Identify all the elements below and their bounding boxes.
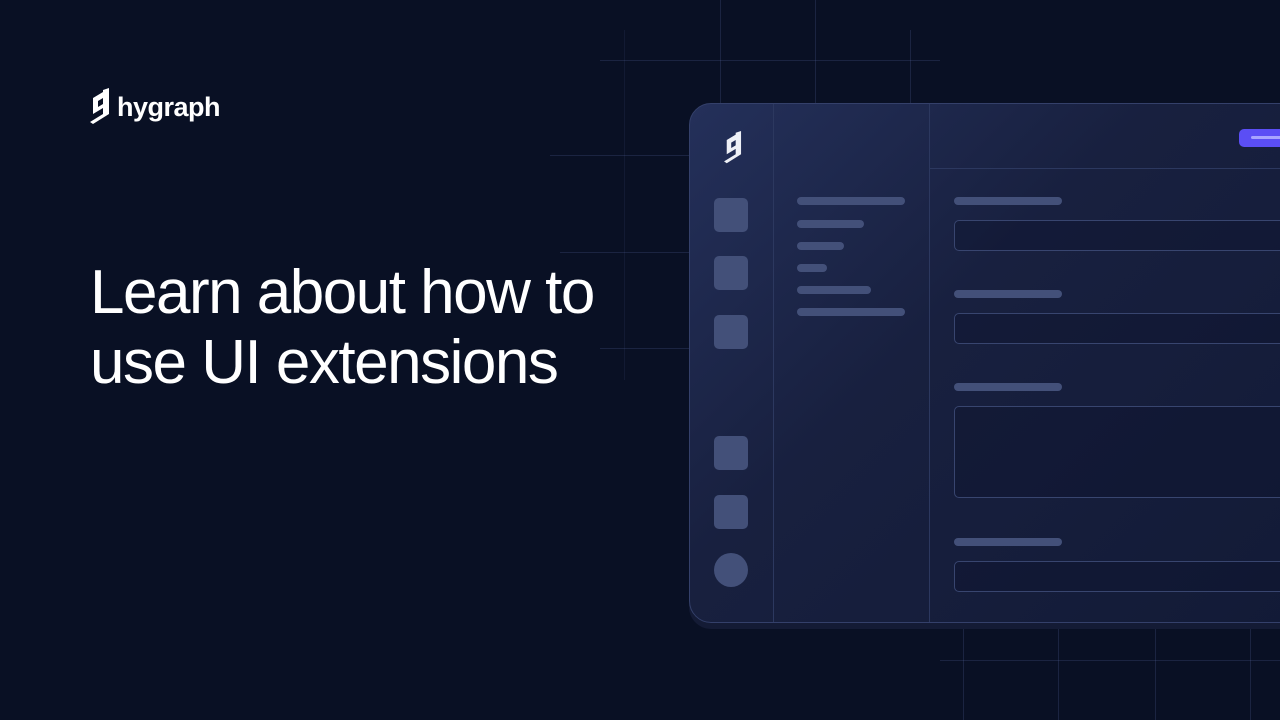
grid-line — [720, 0, 721, 103]
publish-button-placeholder[interactable] — [1239, 129, 1280, 147]
sidebar-icon-placeholder[interactable] — [714, 315, 748, 349]
nav-item-placeholder[interactable] — [797, 264, 827, 272]
input-field-placeholder[interactable] — [954, 561, 1280, 592]
grid-line — [624, 30, 625, 380]
app-mockup — [689, 103, 1280, 623]
grid-line — [1155, 622, 1156, 720]
brand-name: hygraph — [117, 91, 221, 122]
grid-line — [1058, 622, 1059, 720]
field-label-placeholder — [954, 538, 1062, 546]
grid-line — [600, 60, 940, 61]
sidebar-icon-placeholder[interactable] — [714, 198, 748, 232]
sidebar-icon-placeholder[interactable] — [714, 495, 748, 529]
input-field-placeholder[interactable] — [954, 220, 1280, 251]
mockup-sidebar — [690, 104, 774, 622]
textarea-placeholder[interactable] — [954, 406, 1280, 498]
grid-line — [600, 348, 689, 349]
mockup-nav-panel — [773, 104, 930, 622]
nav-item-placeholder[interactable] — [797, 197, 905, 205]
nav-item-placeholder[interactable] — [797, 308, 905, 316]
grid-line — [910, 30, 911, 103]
grid-line — [963, 622, 964, 720]
headline: Learn about how to use UI extensions — [90, 258, 595, 397]
nav-item-placeholder[interactable] — [797, 220, 864, 228]
grid-line — [1250, 622, 1251, 720]
field-label-placeholder — [954, 197, 1062, 205]
hygraph-logo-icon — [724, 131, 742, 164]
field-label-placeholder — [954, 383, 1062, 391]
nav-item-placeholder[interactable] — [797, 286, 871, 294]
input-field-placeholder[interactable] — [954, 313, 1280, 344]
hygraph-logo-icon — [90, 88, 109, 124]
grid-line — [940, 660, 1280, 661]
sidebar-icon-placeholder[interactable] — [714, 436, 748, 470]
grid-line — [550, 155, 689, 156]
brand-logo: hygraph — [89, 88, 221, 126]
avatar-placeholder[interactable] — [714, 553, 748, 587]
grid-line — [560, 252, 689, 253]
field-label-placeholder — [954, 290, 1062, 298]
nav-item-placeholder[interactable] — [797, 242, 844, 250]
mockup-header — [930, 104, 1280, 169]
grid-line — [815, 0, 816, 103]
sidebar-icon-placeholder[interactable] — [714, 256, 748, 290]
